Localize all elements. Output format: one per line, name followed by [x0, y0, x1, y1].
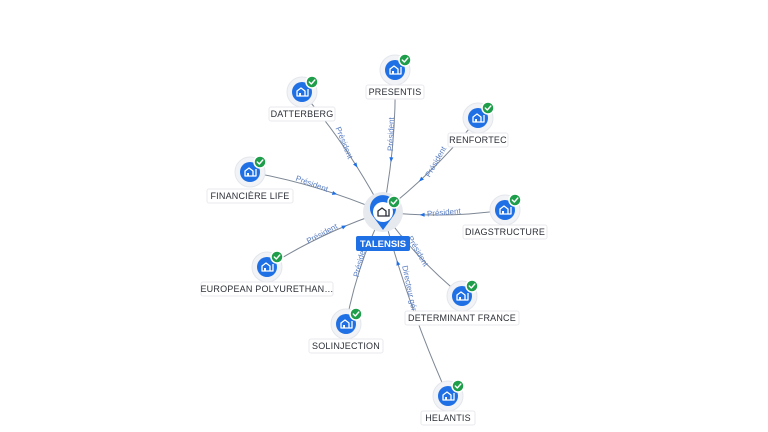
edge-arrow-icon	[418, 176, 424, 182]
node-datterberg[interactable]: DATTERBERG	[268, 75, 336, 122]
node-label-box	[365, 84, 425, 100]
node-label-box	[462, 224, 548, 240]
edge-arrow-icon	[353, 162, 358, 168]
node-label-box	[308, 338, 384, 354]
company-icon	[456, 291, 469, 301]
nodes-layer: PRESENTIS DATTERBERG RENFORTEC FINANCIÈRE L…	[200, 53, 548, 426]
edge-label-financiere-life: Président	[294, 174, 330, 194]
edge-arrow-icon	[396, 260, 401, 266]
company-icon	[340, 319, 353, 329]
company-icon	[472, 113, 485, 123]
node-determinant-france[interactable]: DETERMINANT FRANCE	[404, 279, 520, 326]
edge-label-diagstructure: Président	[427, 206, 462, 218]
node-diagstructure[interactable]: DIAGSTRUCTURE	[462, 193, 548, 240]
node-label-box	[447, 132, 509, 148]
center-label: TALENSIS	[360, 239, 406, 250]
node-solinjection[interactable]: SOLINJECTION	[308, 307, 384, 354]
center-pin-inner	[373, 202, 393, 222]
node-label: DATTERBERG	[271, 109, 334, 119]
verified-check-icon	[253, 155, 267, 169]
node-label-box	[420, 410, 476, 426]
verified-check-icon	[451, 379, 465, 393]
company-icon	[261, 262, 274, 272]
node-helantis[interactable]: HELANTIS	[420, 379, 476, 426]
edge-label-presentis: Président	[386, 116, 396, 151]
node-label: FINANCIÈRE LIFE	[210, 191, 289, 201]
node-presentis[interactable]: PRESENTIS	[365, 53, 425, 100]
edge-label-renfortec: Président	[424, 144, 449, 178]
company-icon	[499, 205, 512, 215]
company-icon	[389, 65, 402, 75]
company-icon	[296, 87, 309, 97]
center-node[interactable]: TALENSIS	[356, 192, 410, 251]
node-label: DETERMINANT FRANCE	[408, 313, 516, 323]
verified-check-icon	[508, 193, 522, 207]
edge-label-european-polyurethan: Président	[305, 221, 340, 245]
company-icon	[442, 391, 455, 401]
node-label: HELANTIS	[425, 413, 471, 423]
edge-arrow-icon	[389, 157, 394, 163]
node-label-box	[404, 310, 520, 326]
node-financiere-life[interactable]: FINANCIÈRE LIFE	[206, 155, 294, 204]
company-icon	[377, 207, 390, 217]
node-renfortec[interactable]: RENFORTEC	[447, 101, 509, 148]
node-label-box	[268, 106, 336, 122]
node-label: EUROPEAN POLYURETHAN…	[200, 284, 333, 294]
verified-check-icon	[387, 195, 401, 209]
edge-arrow-icon	[331, 190, 338, 195]
verified-check-icon	[481, 101, 495, 115]
node-label: RENFORTEC	[449, 135, 507, 145]
node-label-box	[206, 188, 294, 204]
center-label-box	[356, 236, 410, 251]
node-label: SOLINJECTION	[312, 341, 380, 351]
verified-check-icon	[349, 307, 363, 321]
node-label: PRESENTIS	[369, 87, 422, 97]
edge-helantis	[382, 211, 449, 397]
verified-check-icon	[398, 53, 412, 67]
company-icon	[244, 167, 257, 177]
edge-label-datterberg: Président	[334, 125, 355, 160]
node-label-box	[200, 281, 334, 297]
edge-arrow-icon	[341, 225, 347, 230]
edge-arrow-icon	[419, 212, 425, 217]
verified-check-icon	[270, 250, 284, 264]
node-label: DIAGSTRUCTURE	[465, 227, 545, 237]
node-european-polyurethan[interactable]: EUROPEAN POLYURETHAN…	[200, 250, 334, 297]
verified-check-icon	[305, 75, 319, 89]
verified-check-icon	[465, 279, 479, 293]
